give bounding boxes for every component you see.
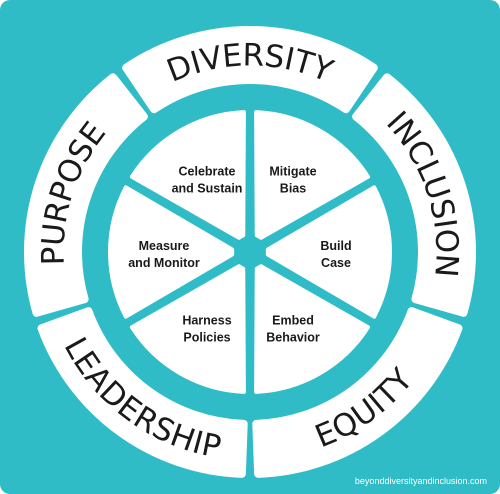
outer-segment-equity bbox=[252, 307, 463, 478]
outer-segment-diversity bbox=[122, 26, 378, 114]
outer-segment-inclusion bbox=[352, 73, 476, 317]
hub-circle bbox=[238, 240, 262, 264]
outer-segment-purpose bbox=[24, 73, 148, 317]
wedge-celebrate-and-sustain bbox=[129, 110, 246, 240]
wedge-harness-policies bbox=[129, 264, 246, 394]
wedge-measure-and-monitor bbox=[108, 185, 235, 319]
outer-ring: PURPOSEDIVERSITYINCLUSIONEQUITYLEADERSHI… bbox=[24, 26, 476, 478]
wedge-build-case bbox=[265, 185, 392, 319]
wedge-mitigate-bias bbox=[254, 110, 371, 240]
wedge-embed-behavior bbox=[254, 264, 371, 394]
footer-url: beyonddiversityandinclusion.com bbox=[355, 476, 487, 486]
outer-segment-leadership bbox=[37, 307, 248, 478]
